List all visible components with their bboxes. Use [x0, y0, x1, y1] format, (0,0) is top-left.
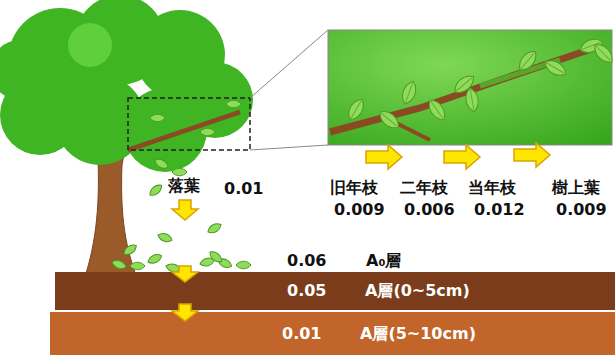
- label-text: 二年枝: [400, 178, 448, 197]
- value-number: 0.05: [287, 281, 326, 300]
- label-text: 旧年枝: [330, 178, 378, 197]
- layer-label: A層(5~10cm): [360, 324, 476, 343]
- value-number: 0.01: [282, 324, 321, 343]
- soil-layer-band: 0.05 A層(0~5cm): [55, 272, 615, 310]
- label-text: A₀層: [366, 251, 401, 270]
- soil-layer-band: 0.01 A層(5~10cm): [50, 312, 615, 355]
- label-text: 樹上葉: [552, 178, 600, 197]
- value-number: 0.009: [334, 200, 385, 219]
- label-text: 当年枝: [468, 178, 516, 197]
- layer-label: A層(0~5cm): [365, 281, 470, 300]
- value-number: 0.012: [474, 200, 525, 219]
- value-number: 0.006: [404, 200, 455, 219]
- value-number: 0.01: [224, 179, 263, 198]
- value-number: 0.009: [556, 200, 607, 219]
- label-text: 落葉: [168, 176, 200, 195]
- value-number: 0.06: [287, 251, 326, 270]
